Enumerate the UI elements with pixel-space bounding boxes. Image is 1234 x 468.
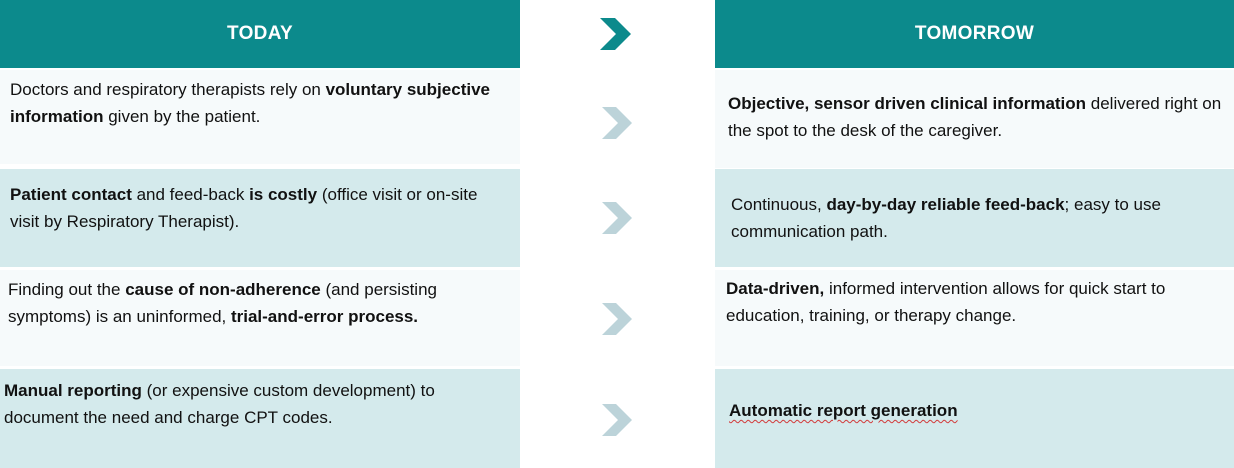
chevron-right-icon	[602, 404, 632, 436]
tomorrow-header: TOMORROW	[715, 0, 1234, 68]
tomorrow-cell-3-text: Data-driven, informed intervention allow…	[726, 275, 1222, 329]
today-cell-1-text: Doctors and respiratory therapists rely …	[10, 76, 510, 130]
tomorrow-cell-1-text: Objective, sensor driven clinical inform…	[728, 90, 1222, 144]
today-cell-2-segment: and feed-back	[131, 185, 250, 204]
chevron-right-icon	[600, 18, 631, 50]
chevron-right-icon	[602, 202, 632, 234]
today-cell-1-segment: given by the patient.	[103, 107, 261, 126]
today-cell-3-text: Finding out the cause of non-adherence (…	[8, 276, 510, 330]
today-cell-4-segment: (or expensive custom development) to doc…	[4, 381, 435, 427]
today-cell-1: Doctors and respiratory therapists rely …	[0, 70, 520, 164]
tomorrow-cell-1-segment: delivered right on the spot to the desk …	[728, 94, 1222, 140]
today-cell-3-segment: (and persisting symptoms) is an uninform…	[8, 280, 437, 326]
today-cell-3: Finding out the cause of non-adherence (…	[0, 270, 520, 366]
tomorrow-header-label: TOMORROW	[914, 23, 1035, 44]
today-cell-3-segment: Finding out the	[8, 280, 126, 299]
tomorrow-cell-2-segment: Continuous,	[731, 195, 827, 214]
tomorrow-cell-4-segment: Automatic report generation	[729, 401, 958, 420]
today-cell-2-segment: Patient contact	[10, 185, 132, 204]
tomorrow-cell-2-text: Continuous, day-by-day reliable feed-bac…	[731, 191, 1222, 245]
tomorrow-cell-2: Continuous, day-by-day reliable feed-bac…	[715, 169, 1234, 267]
today-cell-2-text: Patient contact and feed-back is costly …	[10, 181, 510, 235]
tomorrow-cell-1-segment: Objective, sensor driven clinical inform…	[728, 94, 1087, 113]
today-cell-2: Patient contact and feed-back is costly …	[0, 169, 520, 267]
today-cell-1-segment: voluntary subjective information	[10, 80, 490, 126]
today-cell-4-text: Manual reporting (or expensive custom de…	[4, 377, 510, 431]
today-cell-4: Manual reporting (or expensive custom de…	[0, 369, 520, 468]
tomorrow-cell-2-segment: ; easy to use communication path.	[731, 195, 1161, 241]
today-cell-1-segment: Doctors and respiratory therapists rely …	[10, 80, 326, 99]
today-header-label: TODAY	[227, 23, 293, 44]
tomorrow-cell-2-segment: day-by-day reliable feed-back	[826, 195, 1065, 214]
today-cell-4-segment: Manual reporting	[4, 381, 142, 400]
today-cell-3-segment: cause of non-adherence	[125, 280, 321, 299]
tomorrow-cell-3-segment: Data-driven,	[726, 279, 825, 298]
tomorrow-cell-3: Data-driven, informed intervention allow…	[715, 270, 1234, 366]
chevron-right-icon	[602, 303, 632, 335]
tomorrow-cell-3-segment: informed intervention allows for quick s…	[726, 279, 1166, 325]
today-cell-2-segment: (office visit or on-site visit by Respir…	[10, 185, 478, 231]
tomorrow-cell-4-text: Automatic report generation	[729, 397, 1222, 424]
today-cell-2-segment: is costly	[249, 185, 318, 204]
tomorrow-cell-1: Objective, sensor driven clinical inform…	[715, 70, 1234, 168]
chevron-right-icon	[602, 107, 632, 139]
tomorrow-cell-4: Automatic report generation	[715, 369, 1234, 468]
today-header: TODAY	[0, 0, 520, 68]
today-cell-3-segment: trial-and-error process.	[230, 307, 419, 326]
